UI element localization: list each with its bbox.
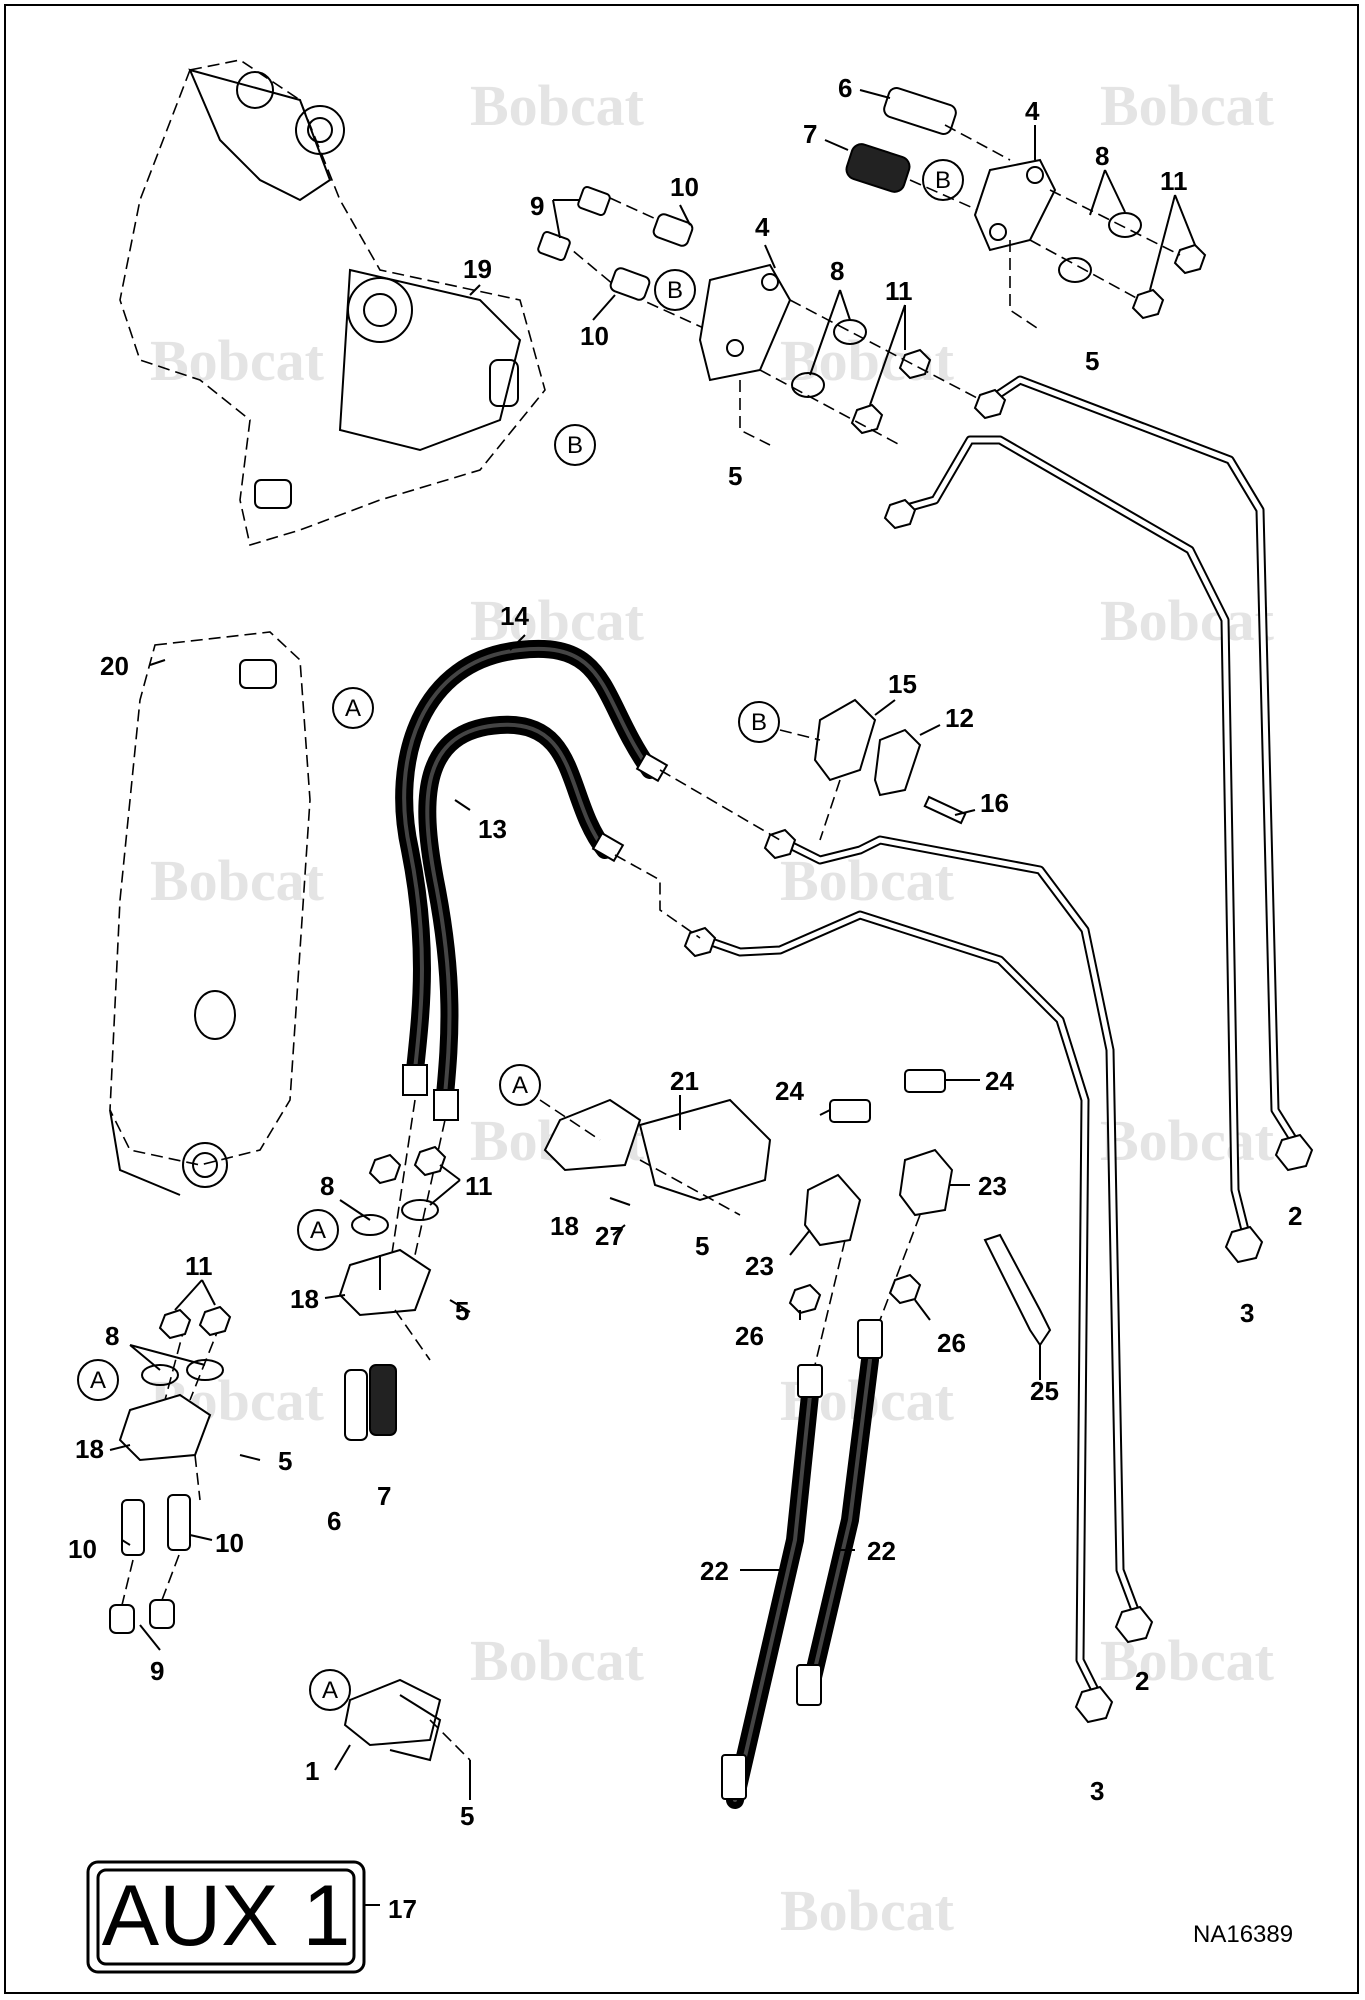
watermark: Bobcat: [1100, 588, 1275, 653]
ref-letter-a: A: [345, 695, 361, 722]
watermark: Bobcat: [470, 1628, 645, 1693]
callout: 18: [550, 1211, 579, 1241]
callout: 11: [185, 1251, 213, 1281]
callout: 8: [1095, 141, 1109, 171]
drawing-code: NA16389: [1193, 1921, 1293, 1948]
top-fittings: [537, 86, 1011, 341]
ref-letter-b: B: [667, 277, 683, 304]
callout: 3: [1090, 1776, 1104, 1806]
watermark: Bobcat: [1100, 73, 1275, 138]
callout: 3: [1240, 1298, 1254, 1328]
callout: 18: [75, 1434, 104, 1464]
callout: 25: [1030, 1376, 1059, 1406]
callout: 18: [290, 1284, 319, 1314]
tube-nut: [1114, 1605, 1154, 1644]
callout: 23: [978, 1171, 1007, 1201]
callout: 12: [945, 703, 974, 733]
callout: 8: [320, 1171, 334, 1201]
watermark: Bobcat: [470, 73, 645, 138]
callout: 11: [1160, 166, 1188, 196]
ref-letter-b: B: [935, 167, 951, 194]
callout: 4: [1025, 96, 1040, 126]
aux-hoses: [395, 639, 781, 1121]
lower-loader-arm: [109, 631, 311, 1196]
callout: 20: [100, 651, 129, 681]
callout: 8: [105, 1321, 119, 1351]
right-fittings: [721, 1069, 1052, 1809]
callout-labels: 6 7 4 8 11 9 10 4 8 11 10 19 5 5 14 20 1…: [68, 73, 1302, 1924]
callout: 1: [305, 1756, 319, 1786]
callout: 17: [388, 1894, 417, 1924]
callout: 9: [150, 1656, 164, 1686]
callout: 27: [595, 1221, 624, 1251]
callout: 6: [327, 1506, 341, 1536]
callout: 10: [215, 1528, 244, 1558]
callout: 8: [830, 256, 844, 286]
ref-letter-a: A: [90, 1367, 106, 1394]
callout: 10: [68, 1534, 97, 1564]
callout: 13: [478, 814, 507, 844]
upper-loader-arm: [119, 59, 546, 547]
callout: 26: [937, 1328, 966, 1358]
callout: 5: [695, 1231, 709, 1261]
ref-letter-a: A: [322, 1677, 338, 1704]
clamp-assembly: [779, 698, 967, 841]
callout: 2: [1288, 1201, 1302, 1231]
ref-letter-b: B: [567, 432, 583, 459]
callout: 22: [700, 1556, 729, 1586]
callout: 10: [670, 172, 699, 202]
callout: 5: [1085, 346, 1099, 376]
callout: 4: [755, 212, 770, 242]
watermark: Bobcat: [1100, 1108, 1275, 1173]
bracket-assembly: [539, 1098, 772, 1216]
callout: 11: [465, 1171, 493, 1201]
callout: 23: [745, 1251, 774, 1281]
callout: 19: [463, 254, 492, 284]
lower-left-fittings: [109, 1099, 447, 1634]
callout: 5: [460, 1801, 474, 1831]
callout: 2: [1135, 1666, 1149, 1696]
watermark: Bobcat: [780, 1878, 955, 1943]
ref-letter-a: A: [512, 1072, 528, 1099]
tube-nut: [1074, 1685, 1114, 1724]
watermark: Bobcat: [150, 328, 325, 393]
callout: 16: [980, 788, 1009, 818]
callout: 24: [985, 1066, 1014, 1096]
callout: 22: [867, 1536, 896, 1566]
steel-tubes: [683, 375, 1314, 1724]
aux-decal: AUX 1: [86, 1860, 380, 1974]
callout: 15: [888, 669, 917, 699]
tube-nut: [1274, 1133, 1314, 1172]
leader-lines: [109, 89, 1196, 1800]
ref-letter-b: B: [751, 709, 767, 736]
callout: 6: [838, 73, 852, 103]
callout: 24: [775, 1076, 804, 1106]
callout: 5: [455, 1296, 469, 1326]
hitch: [343, 1678, 471, 1762]
callout: 26: [735, 1321, 764, 1351]
callout: 14: [500, 601, 529, 631]
callout: 11: [885, 276, 913, 306]
ref-letter-a: A: [310, 1217, 326, 1244]
decal-text: AUX 1: [102, 1868, 351, 1964]
callout: 21: [670, 1066, 699, 1096]
tube-nut: [1224, 1225, 1264, 1264]
callout: 7: [377, 1481, 391, 1511]
callout: 9: [530, 191, 544, 221]
reference-circles: B B B B A A A A A: [77, 159, 964, 1711]
callout: 5: [728, 461, 742, 491]
callout: 7: [803, 119, 817, 149]
callout: 5: [278, 1446, 292, 1476]
watermark: Bobcat: [150, 848, 325, 913]
mounting-plates: [698, 158, 1207, 446]
callout: 10: [580, 321, 609, 351]
